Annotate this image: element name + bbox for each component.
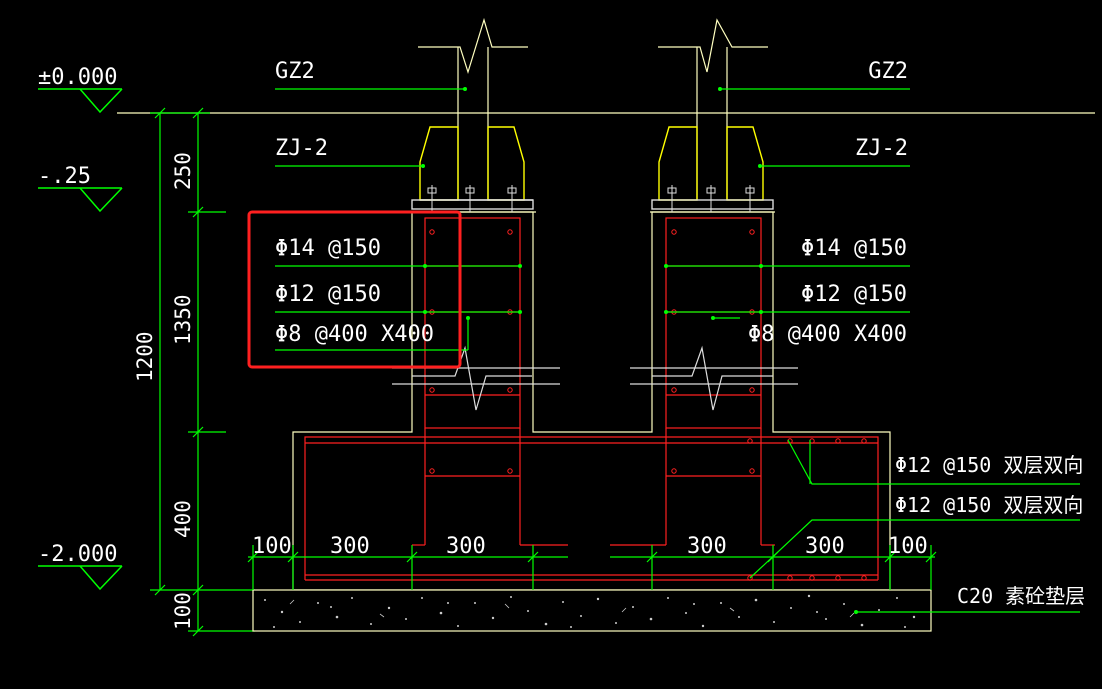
leader-dots — [421, 87, 858, 614]
rebar-label-right-2: Φ12 @150 — [801, 282, 907, 307]
rebar-label-right-1: Φ14 @150 — [801, 236, 907, 261]
label-column-left: GZ2 — [275, 59, 315, 84]
dim-horizontal-2: 300 — [330, 534, 370, 559]
level-label-bottom: -2.000 — [38, 542, 117, 567]
anchor-bolts — [427, 185, 755, 212]
level-label-mid: -.25 — [38, 164, 91, 189]
dim-vertical-part-1: 250 — [171, 152, 195, 190]
horizontal-dimensions — [247, 545, 937, 590]
dim-horizontal-1: 100 — [252, 534, 292, 559]
steel-joint-left — [411, 126, 534, 210]
dim-vertical-part-2: 1350 — [171, 294, 195, 345]
leader-lines — [275, 88, 1080, 613]
label-cushion: C20 素砼垫层 — [957, 584, 1085, 608]
rebar-label-left-1: Φ14 @150 — [275, 236, 381, 261]
level-marker-top: ±0.000 — [38, 65, 123, 114]
vertical-dimensions — [150, 107, 255, 637]
highlight-box — [247, 210, 462, 369]
dim-vertical-part-4: 100 — [171, 592, 195, 630]
level-marker-bottom: -2.000 — [38, 542, 123, 591]
dim-horizontal-4: 300 — [687, 534, 727, 559]
label-column-right: GZ2 — [868, 59, 908, 84]
level-marker-mid: -.25 — [38, 164, 123, 213]
rebar-label-left-2: Φ12 @150 — [275, 282, 381, 307]
break-line-right — [630, 345, 798, 411]
rebar-label-right-3: Φ8 @400 X400 — [748, 322, 907, 347]
rebar-label-base-bottom: Φ12 @150 双层双向 — [895, 493, 1083, 517]
level-label-top: ±0.000 — [38, 65, 117, 90]
steel-joint-right — [651, 126, 774, 210]
column-right — [658, 18, 768, 200]
rebar-label-base-top: Φ12 @150 双层双向 — [895, 453, 1083, 477]
rebar-label-left-3: Φ8 @400 X400 — [275, 322, 434, 347]
dim-horizontal-6: 100 — [888, 534, 928, 559]
dim-horizontal-3: 300 — [446, 534, 486, 559]
concrete-cushion — [252, 589, 932, 632]
break-line-left — [392, 345, 560, 411]
rebar-cage — [304, 217, 879, 581]
footing-outline — [292, 211, 891, 591]
dim-horizontal-5: 300 — [805, 534, 845, 559]
dim-vertical-total: 1200 — [133, 331, 157, 382]
column-left — [418, 17, 528, 200]
dim-vertical-part-3: 400 — [171, 500, 195, 538]
label-joint-right: ZJ-2 — [855, 136, 908, 161]
label-joint-left: ZJ-2 — [275, 136, 328, 161]
